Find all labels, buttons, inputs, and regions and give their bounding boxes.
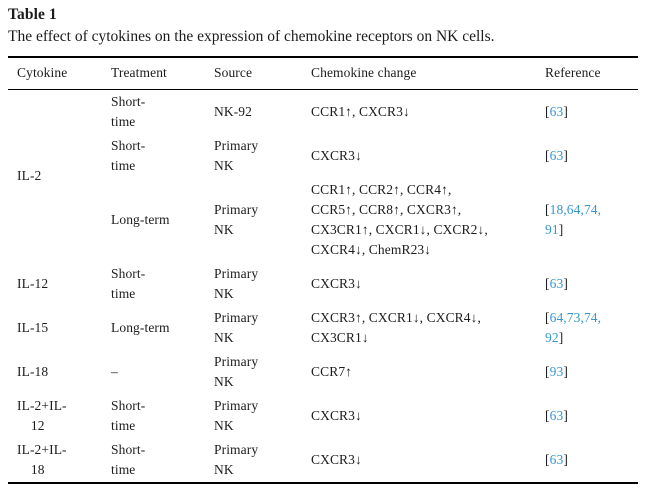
column-header-treatment: Treatment: [111, 57, 214, 90]
treatment-cell: Short- time: [111, 441, 146, 477]
treatment-cell: Short- time: [111, 93, 146, 129]
change-cell: CCR7↑: [311, 363, 353, 379]
table-row: IL-15 Long-term Primary NK CXCR3↑, CXCR1↓, …: [8, 306, 638, 350]
column-header-cytokine: Cytokine: [8, 57, 111, 90]
reference-open-bracket: [: [545, 407, 550, 423]
reference-open-bracket: [: [545, 147, 550, 163]
reference-cell: [93]: [545, 350, 638, 394]
treatment-cell: Short- time: [111, 137, 146, 173]
source-cell: Primary NK: [214, 201, 259, 237]
citation-link[interactable]: 63: [549, 103, 564, 119]
reference-cell: [63]: [545, 262, 638, 306]
table-row: IL-2 Short- time NK-92 CCR1↑, CXCR3↓ [63]: [8, 89, 638, 183]
citation-link[interactable]: 64,73,74, 92: [545, 309, 602, 345]
reference-close-bracket: ]: [563, 363, 568, 379]
reference-open-bracket: [: [545, 103, 550, 119]
change-cell: CCR1↑, CXCR3↓: [311, 103, 410, 119]
table-label: Table 1: [8, 6, 57, 23]
treatment-cell: Long-term: [111, 319, 170, 335]
reference-close-bracket: ]: [563, 451, 568, 467]
source-cell: Primary NK: [214, 353, 259, 389]
citation-link[interactable]: 63: [549, 147, 564, 163]
column-header-chemokine-change: Chemokine change: [311, 57, 545, 90]
change-cell: CXCR3↓: [311, 275, 362, 291]
column-header-reference: Reference: [545, 57, 638, 90]
citation-link[interactable]: 63: [549, 275, 564, 291]
source-cell: Primary NK: [214, 265, 259, 301]
change-cell: CXCR3↓: [311, 407, 362, 423]
source-cell: Primary NK: [214, 441, 259, 477]
citation-link[interactable]: 63: [549, 407, 564, 423]
citation-link[interactable]: 63: [549, 451, 564, 467]
source-cell: Primary NK: [214, 309, 259, 345]
reference-cell: [63]: [545, 438, 638, 483]
reference-close-bracket: ]: [563, 407, 568, 423]
citation-link[interactable]: 18,64,74, 91: [545, 201, 602, 237]
table-row: Long-term Primary NK CCR1↑, CCR2↑, CCR4↑, …: [8, 178, 638, 262]
change-cell: CCR1↑, CCR2↑, CCR4↑, CCR5↑, CCR8↑, CXCR3…: [311, 181, 488, 257]
reference-close-bracket: ]: [563, 103, 568, 119]
treatment-cell: Long-term: [111, 211, 170, 227]
reference-cell: [64,73,74, 92]: [545, 306, 638, 350]
column-header-source: Source: [214, 57, 311, 90]
table-row: IL-2+IL- 18 Short- time Primary NK CXCR3↓ [6…: [8, 438, 638, 483]
citation-link[interactable]: 93: [549, 363, 564, 379]
cytokine-cell: IL-2+IL- 12: [17, 397, 67, 433]
treatment-cell: Short- time: [111, 265, 146, 301]
cytokine-cell: IL-12: [17, 275, 49, 291]
reference-cell: [63]: [545, 89, 638, 134]
reference-open-bracket: [: [545, 201, 550, 217]
cytokine-cell: IL-2: [17, 167, 42, 183]
reference-close-bracket: ]: [558, 221, 564, 237]
table-row: IL-18 – Primary NK CCR7↑ [93]: [8, 350, 638, 394]
table-row: IL-12 Short- time Primary NK CXCR3↓ [63]: [8, 262, 638, 306]
table-row: Short- time Primary NK CXCR3↓ [63]: [8, 134, 638, 178]
reference-cell: [18,64,74, 91]: [545, 178, 638, 262]
table-caption: The effect of cytokines on the expressio…: [8, 28, 495, 45]
change-cell: CXCR3↓: [311, 451, 362, 467]
source-cell: NK-92: [214, 103, 252, 119]
reference-open-bracket: [: [545, 309, 550, 325]
reference-open-bracket: [: [545, 451, 550, 467]
reference-close-bracket: ]: [558, 329, 564, 345]
treatment-cell: –: [111, 363, 118, 379]
change-cell: CXCR3↑, CXCR1↓, CXCR4↓, CX3CR1↓: [311, 309, 481, 345]
change-cell: CXCR3↓: [311, 147, 362, 163]
reference-close-bracket: ]: [563, 147, 568, 163]
treatment-cell: Short- time: [111, 397, 146, 433]
source-cell: Primary NK: [214, 397, 259, 433]
reference-cell: [63]: [545, 394, 638, 438]
reference-open-bracket: [: [545, 363, 550, 379]
table-row: IL-2+IL- 12 Short- time Primary NK CXCR3↓ [6…: [8, 394, 638, 438]
cytokine-cell: IL-18: [17, 363, 49, 379]
reference-cell: [63]: [545, 134, 638, 178]
reference-close-bracket: ]: [563, 275, 568, 291]
cytokine-cell: IL-2+IL- 18: [17, 441, 67, 477]
source-cell: Primary NK: [214, 137, 259, 173]
cytokine-cell: IL-15: [17, 319, 49, 335]
reference-open-bracket: [: [545, 275, 550, 291]
